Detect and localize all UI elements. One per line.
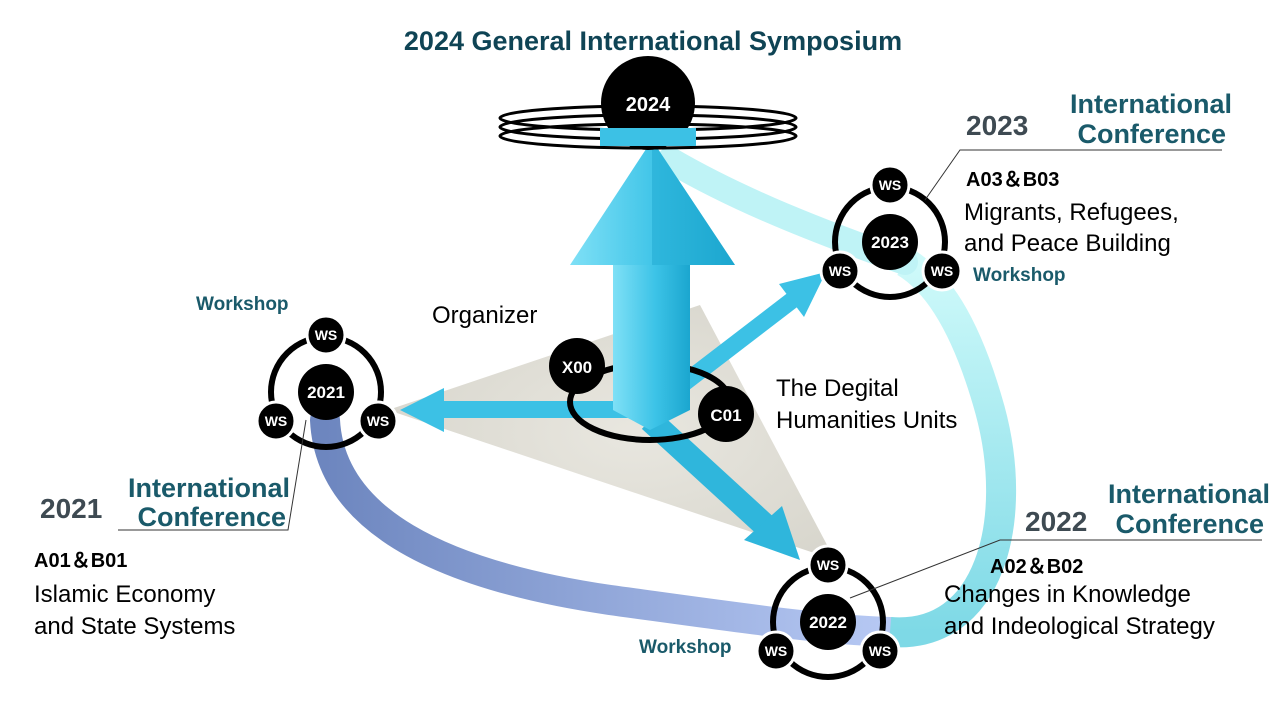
node-cluster-2023: 2023 WS WS WS (819, 164, 963, 300)
ws-badge: WS (879, 177, 902, 193)
arrow-to-2021 (400, 388, 638, 432)
conf-2021-heading-line1: International (128, 473, 290, 503)
conf-2022-year: 2022 (1025, 506, 1087, 537)
ws-badge: WS (367, 413, 390, 429)
units-label-line1: The Degital (776, 375, 899, 402)
path-2022-to-2023 (888, 249, 1017, 648)
conf-2022-heading-line2: Conference (1115, 509, 1264, 539)
leader-line-2021 (118, 419, 307, 531)
conf-2021-heading-line2: Conference (137, 502, 286, 532)
conf-2021-topic-line2: and State Systems (34, 613, 235, 640)
ws-badge: WS (869, 643, 892, 659)
conf-2023-year: 2023 (966, 110, 1028, 141)
ws-badge: WS (265, 413, 288, 429)
unit-node-x00-label: X00 (562, 358, 592, 377)
conf-2021-code: A01＆B01 (34, 550, 127, 572)
unit-node-c01-label: C01 (710, 406, 741, 425)
conf-2023-heading-line2: Conference (1077, 119, 1226, 149)
ws-badge: WS (931, 263, 954, 279)
conf-2022-topic-line2: and Indeological Strategy (944, 613, 1215, 640)
node-cluster-2022: 2022 WS WS WS (755, 544, 901, 680)
units-label-line2: Humanities Units (776, 407, 957, 434)
conf-2021-year: 2021 (40, 493, 102, 524)
conf-2023-heading-line1: International (1070, 89, 1232, 119)
conf-2022-topic-line1: Changes in Knowledge (944, 581, 1191, 608)
page-title: 2024 General International Symposium (404, 26, 902, 56)
arrow-to-2024 (570, 140, 735, 430)
ws-badge: WS (765, 643, 788, 659)
ws-badge: WS (829, 263, 852, 279)
conf-2022-heading-line1: International (1108, 479, 1270, 509)
organizer-label: Organizer (432, 302, 537, 329)
conf-2023-code: A03＆B03 (966, 169, 1059, 191)
symposium-node-label: 2024 (626, 94, 671, 116)
ws-badge: WS (315, 327, 338, 343)
unit-node-x00: X00 (549, 338, 605, 394)
leader-line-2023 (924, 149, 1222, 201)
leader-line-2022 (849, 539, 1262, 599)
conf-2021-topic-line1: Islamic Economy (34, 581, 215, 608)
ws-badge: WS (817, 557, 840, 573)
conf-2023-topic-line1: Migrants, Refugees, (964, 199, 1179, 226)
workshop-label-2022: Workshop (639, 637, 732, 658)
unit-node-c01: C01 (698, 386, 754, 442)
node-2021-label: 2021 (307, 383, 345, 402)
node-2022-label: 2022 (809, 613, 847, 632)
conf-2022-code: A02＆B02 (990, 556, 1083, 578)
node-cluster-2021: 2021 WS WS WS (255, 314, 399, 450)
symposium-node: 2024 (498, 56, 798, 150)
workshop-label-2021: Workshop (196, 294, 289, 315)
workshop-label-2023: Workshop (973, 265, 1066, 286)
conf-2023-topic-line2: and Peace Building (964, 230, 1171, 257)
node-2023-label: 2023 (871, 233, 909, 252)
